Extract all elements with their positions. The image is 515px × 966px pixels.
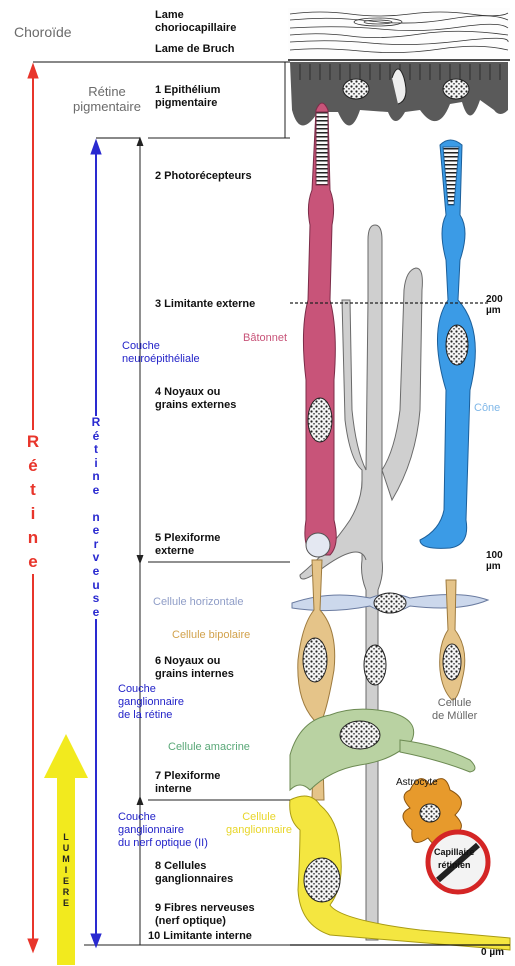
layer-2-label: 2 Photorécepteurs (155, 170, 252, 183)
scale-0: 0 µm (481, 946, 504, 959)
layer-10-label: 10 Limitante interne (148, 930, 252, 943)
scale-200: 200 µm (486, 294, 503, 316)
rod-cell (303, 103, 336, 557)
lame-choriocapillaire-label: Lame choriocapillaire (155, 9, 236, 35)
lame-bruch-label: Lame de Bruch (155, 43, 234, 56)
couche-ganglio-nerf-label: Couche ganglionnaire du nerf optique (II… (118, 811, 208, 850)
layer-1-label: 1 Epithélium pigmentaire (155, 84, 220, 110)
cone-cell (420, 140, 475, 548)
couche-ganglio-retine-label: Couche ganglionnaire de la rétine (118, 683, 184, 722)
layer-6-label: 6 Noyaux ou grains internes (155, 655, 234, 681)
couche-neuro-label: Couche neuroépithéliale (122, 340, 200, 366)
choroid (288, 8, 510, 60)
batonnet-label: Bâtonnet (243, 332, 287, 345)
cellule-amacrine-label: Cellule amacrine (168, 741, 250, 754)
capillaire-label: Capillaire rétinien (434, 846, 475, 872)
scale-100: 100 µm (486, 550, 503, 572)
cellule-ganglionnaire-label: Cellule ganglionnaire (226, 811, 292, 837)
layer-5-label: 5 Plexiforme externe (155, 532, 220, 558)
choroide-label: Choroïde (14, 26, 72, 39)
cone-label: Cône (474, 402, 500, 415)
layer-9-label: 9 Fibres nerveuses (nerf optique) (155, 902, 255, 928)
cellule-muller-label: Cellule de Müller (432, 697, 477, 723)
layer-4-label: 4 Noyaux ou grains externes (155, 386, 236, 412)
cellule-horizontale-label: Cellule horizontale (153, 596, 244, 609)
cellule-bipolaire-label: Cellule bipolaire (172, 629, 250, 642)
layer-3-label: 3 Limitante externe (155, 298, 255, 311)
layer-7-label: 7 Plexiforme interne (155, 770, 220, 796)
horizontal-cell (292, 593, 488, 613)
retine-pigmentaire-label: Rétine pigmentaire (62, 84, 152, 114)
layer-8-label: 8 Cellules ganglionnaires (155, 860, 233, 886)
astrocyte-label: Astrocyte (396, 776, 438, 789)
